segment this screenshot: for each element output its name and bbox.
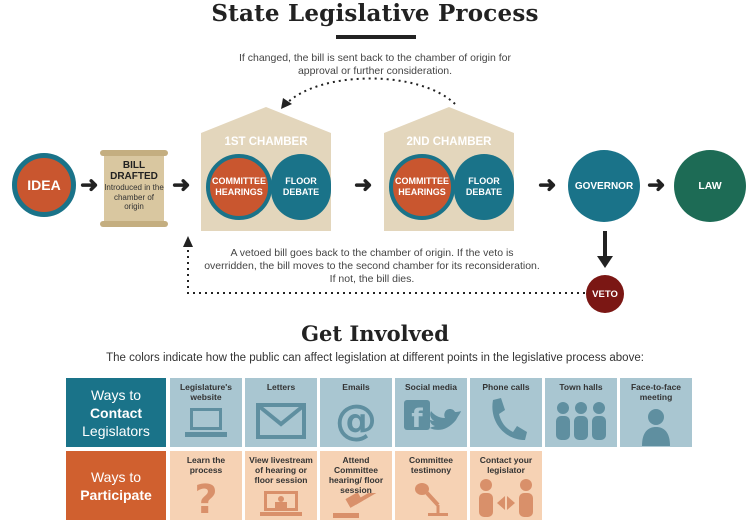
governor-node: GOVERNOR bbox=[568, 150, 640, 222]
participate-cell-label: Learn the process bbox=[186, 455, 226, 475]
get-involved-subtitle: The colors indicate how the public can a… bbox=[106, 352, 644, 364]
group-icon bbox=[556, 402, 606, 440]
participate-cell-label: Attend Committee hearing/ floor session bbox=[328, 455, 384, 495]
veto-node: VETO bbox=[586, 275, 624, 313]
chamber1-committee-hearings: COMMITTEE HEARINGS bbox=[206, 154, 272, 220]
arrow-icon: ➜ bbox=[172, 172, 191, 197]
laptop-icon bbox=[185, 408, 227, 437]
arrow-icon: ➜ bbox=[647, 172, 666, 197]
contact-cell-label: Letters bbox=[266, 382, 296, 392]
contact-cell-townhalls: Town halls bbox=[545, 378, 617, 447]
arrow-icon: ➜ bbox=[80, 172, 99, 197]
idea-node: IDEA bbox=[12, 153, 76, 217]
contact-row-header: Ways to Contact Legislators bbox=[66, 378, 166, 447]
bill-text: Introduced in the chamber of origin bbox=[104, 183, 164, 211]
veto-return-line bbox=[187, 246, 585, 294]
chamber2-floor-debate: FLOOR DEBATE bbox=[454, 154, 514, 220]
person-icon bbox=[642, 409, 670, 446]
contact-head-line2: Contact bbox=[89, 404, 143, 421]
contact-cell-label: Phone calls bbox=[482, 382, 530, 392]
livestream-icon bbox=[260, 491, 302, 516]
chamber1-label: 1ST CHAMBER bbox=[224, 136, 308, 148]
contact-cell-face-to-face: Face-to-face meeting bbox=[620, 378, 692, 447]
return-note: If changed, the bill is sent back to the… bbox=[239, 52, 511, 77]
participate-cell-livestream: View livestream of hearing or floor sess… bbox=[245, 451, 317, 520]
veto-arrowhead bbox=[597, 256, 613, 268]
svg-text:f: f bbox=[411, 404, 423, 434]
svg-text:@: @ bbox=[335, 396, 377, 442]
participate-cell-attend: Attend Committee hearing/ floor session bbox=[320, 451, 392, 520]
contact-cell-label: Emails bbox=[342, 382, 370, 392]
chamber1-floor-debate: FLOOR DEBATE bbox=[271, 154, 331, 220]
contact-cell-label: Social media bbox=[405, 382, 457, 392]
envelope-icon bbox=[256, 403, 306, 439]
svg-text:?: ? bbox=[194, 477, 217, 517]
contact-cell-emails: Emails @ bbox=[320, 378, 392, 447]
veto-return-arrowhead bbox=[183, 236, 193, 247]
microphone-icon bbox=[415, 483, 448, 516]
contact-cell-social: Social media f bbox=[395, 378, 467, 447]
return-curve bbox=[285, 77, 456, 105]
participate-cell-contact: Contact your legislator bbox=[470, 451, 542, 520]
contact-cell-label: Face-to-face meeting bbox=[630, 382, 682, 402]
at-sign-icon: @ bbox=[335, 396, 377, 442]
bill-drafted: BILL DRAFTED Introduced in the chamber o… bbox=[104, 160, 164, 212]
return-arrowhead bbox=[281, 98, 292, 109]
arrow-icon: ➜ bbox=[354, 172, 373, 197]
arrow-icon: ➜ bbox=[538, 172, 557, 197]
veto-note: A vetoed bill goes back to the chamber o… bbox=[204, 247, 540, 285]
contact-cell-letters: Letters bbox=[245, 378, 317, 447]
gavel-icon bbox=[333, 493, 377, 518]
bill-title: BILL DRAFTED bbox=[110, 160, 158, 182]
page-title: State Legislative Process bbox=[211, 0, 539, 27]
contact-head-line1: Ways to bbox=[90, 386, 142, 403]
chamber2-committee-hearings: COMMITTEE HEARINGS bbox=[389, 154, 455, 220]
title-underline bbox=[336, 35, 416, 39]
participate-cell-label: View livestream of hearing or floor sess… bbox=[249, 455, 313, 485]
contact-cell-label: Legislature's website bbox=[179, 382, 233, 402]
question-mark-icon: ? bbox=[194, 477, 217, 517]
participate-row-header: Ways to Participate bbox=[66, 451, 166, 520]
get-involved-title: Get Involved bbox=[301, 321, 449, 346]
contact-cell-phone: Phone calls bbox=[470, 378, 542, 447]
participate-cell-testimony: Committee testimony bbox=[395, 451, 467, 520]
participate-cell-label: Contact your legislator bbox=[479, 455, 533, 475]
bill-scroll bbox=[104, 152, 164, 224]
contact-cell-label: Town halls bbox=[559, 382, 603, 392]
participate-head-line1: Ways to bbox=[90, 468, 142, 485]
two-people-icon bbox=[479, 479, 533, 517]
contact-head-line3: Legislators bbox=[82, 422, 150, 439]
phone-icon bbox=[492, 398, 527, 440]
participate-head-line2: Participate bbox=[80, 486, 152, 503]
social-media-icon: f bbox=[404, 400, 461, 434]
participate-cell-label: Committee testimony bbox=[409, 455, 453, 475]
contact-cell-website: Legislature's website bbox=[170, 378, 242, 447]
law-node: LAW bbox=[674, 150, 746, 222]
chamber2-label: 2ND CHAMBER bbox=[406, 136, 492, 148]
participate-cell-learn: Learn the process ? bbox=[170, 451, 242, 520]
